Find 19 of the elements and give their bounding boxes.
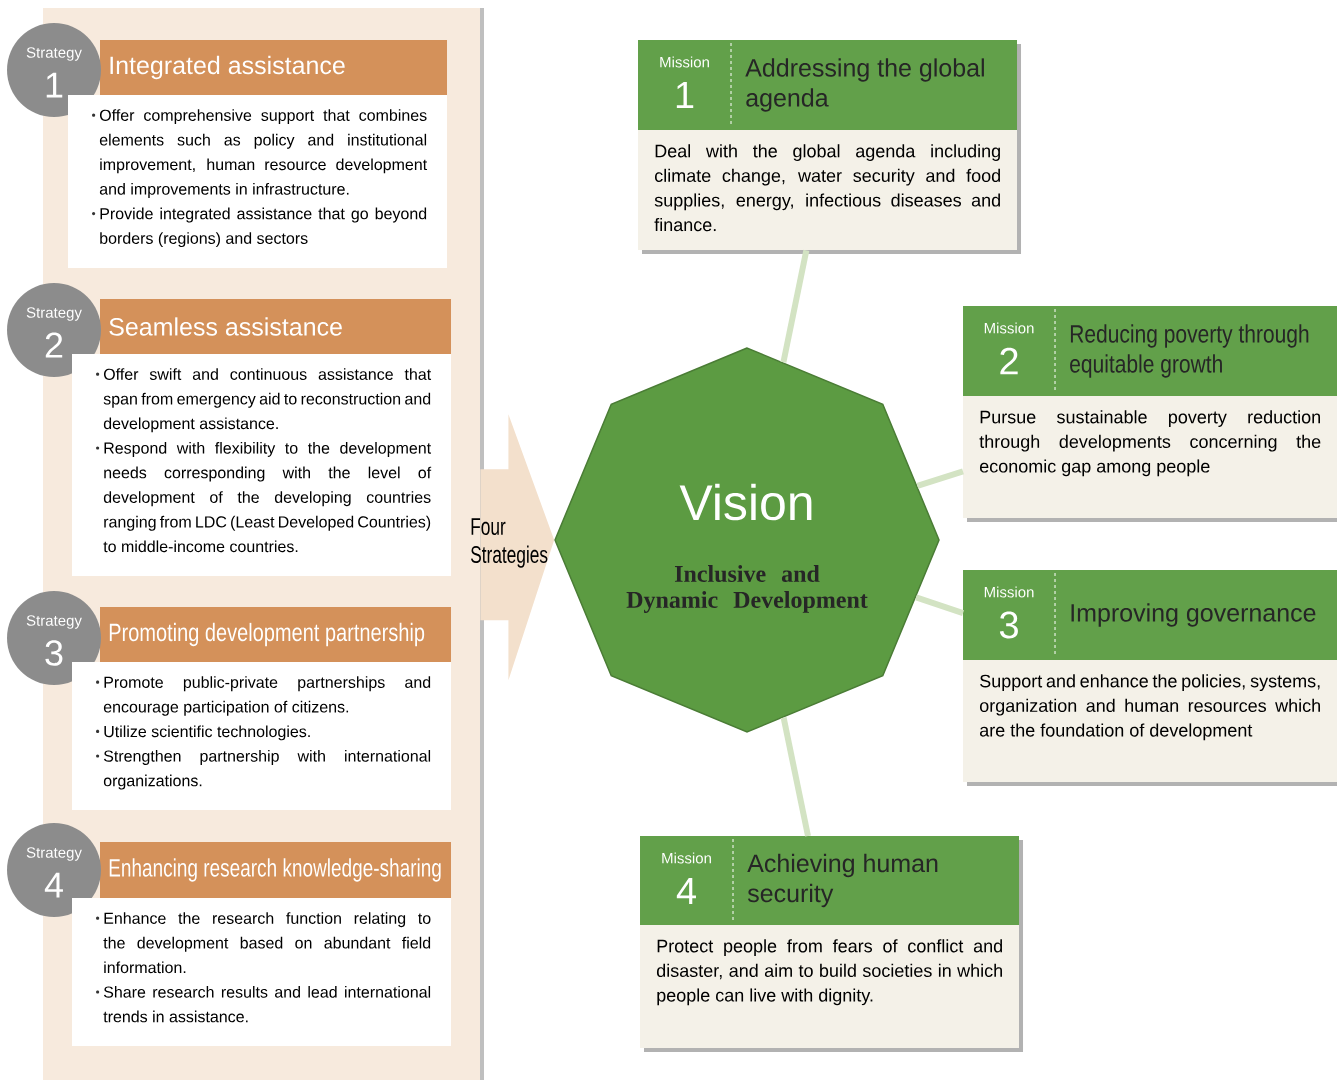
strategy-header: Seamless assistance (100, 299, 451, 354)
strategy-header: Enhancing research knowledge-sharing (100, 842, 451, 898)
bullet-list: Offer comprehensive support that combines elements such as policy and institutional improvement, human resource development and improvements in infrastructure. Provide integrated assistance that go beyond borders (regions) and sectors (68, 95, 447, 268)
bullet-list: Promote public-private partnerships and encourage participation of citizens. Utilize scientific technologies. Strengthen partnership with international organizations. (72, 662, 451, 810)
chevron-arrow (480, 414, 555, 681)
strategy-header: Integrated assistance (100, 40, 447, 95)
vision-octagon: Vision Inclusive and Dynamic Development (554, 347, 940, 733)
strategy-badge: Strategy 3 (7, 591, 101, 685)
connector-line (915, 594, 964, 617)
strategy-badge: Strategy 4 (7, 823, 101, 917)
connector-line (780, 249, 810, 363)
bullet-list: Offer swift and continuous assistance that span from emergency aid to reconstruction and development assistance. Respond with flexibility to the development needs corresponding with the level of development of the developing countries ranging from LDC (Least Developed Countries) to middle-income countries. (72, 354, 451, 576)
strategy-badge: Strategy 1 (7, 23, 101, 117)
bullet-list: Enhance the research function relating to the development based on abundant field information. Share research results and lead international trends in assistance. (72, 898, 451, 1046)
strategy-header: Promoting development partnership (100, 607, 451, 662)
connector-line (916, 468, 964, 489)
edge-label: Four Strategies (471, 518, 548, 568)
connector-line (780, 717, 811, 837)
strategy-badge: Strategy 2 (7, 283, 101, 377)
